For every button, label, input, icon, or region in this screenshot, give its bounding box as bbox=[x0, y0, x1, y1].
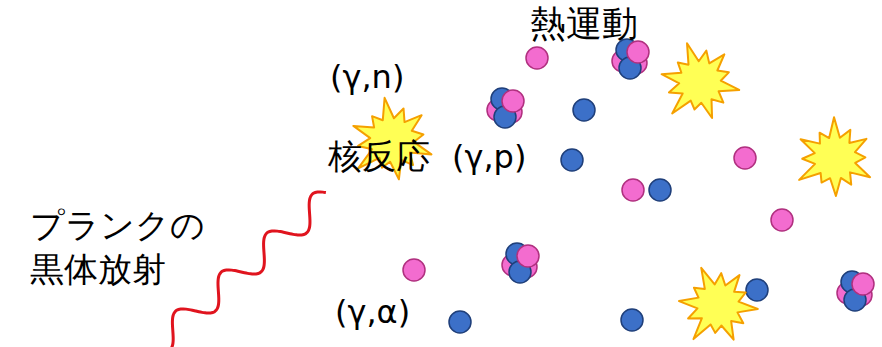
label-text: (γ,n) bbox=[330, 58, 404, 96]
proton bbox=[403, 259, 425, 281]
proton bbox=[622, 179, 644, 201]
burst-group bbox=[353, 43, 870, 339]
neutron bbox=[746, 279, 768, 301]
neutron bbox=[573, 99, 595, 121]
label-text: (γ,α) bbox=[335, 293, 410, 331]
label-text: 核反応 bbox=[328, 136, 430, 177]
proton bbox=[502, 90, 524, 112]
label-text: プランクの 黒体放射 bbox=[30, 203, 205, 291]
proton bbox=[734, 147, 756, 169]
neutron bbox=[649, 179, 671, 201]
label-text: (γ,p) bbox=[452, 138, 526, 176]
neutron bbox=[561, 149, 583, 171]
proton bbox=[627, 41, 649, 63]
neutron bbox=[449, 311, 471, 333]
proton bbox=[517, 245, 539, 267]
proton bbox=[526, 47, 548, 69]
reaction-burst bbox=[679, 268, 758, 340]
reaction-burst bbox=[799, 117, 870, 196]
proton bbox=[852, 273, 874, 295]
label-text: 熱運動 bbox=[530, 2, 638, 45]
proton bbox=[771, 209, 793, 231]
reaction-burst bbox=[662, 43, 740, 118]
neutron bbox=[621, 309, 643, 331]
particle-group bbox=[403, 39, 874, 333]
